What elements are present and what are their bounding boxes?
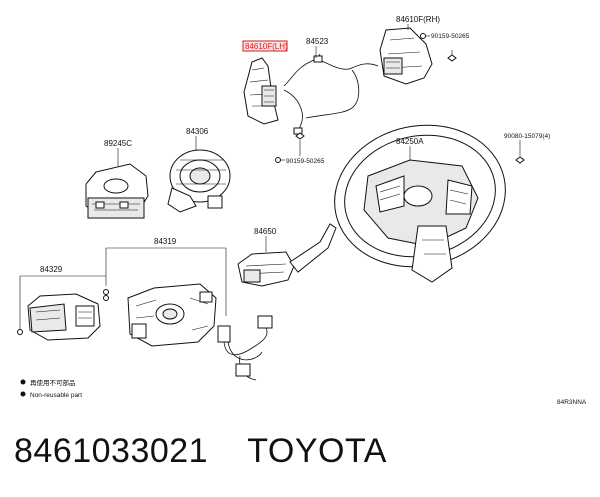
label-84523: 84523	[306, 37, 329, 46]
label-84250A: 84250A	[396, 137, 424, 146]
screw-icon	[515, 156, 525, 164]
legend-item-en: Non-reusable part	[30, 392, 82, 399]
screw-icon	[17, 329, 23, 335]
screw-icon	[447, 54, 457, 62]
brand-name: TOYOTA	[247, 432, 387, 470]
bracket-84319	[105, 247, 227, 316]
paddle-switch-rh[interactable]	[379, 27, 433, 85]
label-84610F-lh[interactable]: 84610F(LH)	[242, 40, 288, 52]
bracket-84329	[19, 275, 106, 332]
label-84610F-rh: 84610F(RH)	[396, 15, 440, 24]
wire-harness-84523[interactable]	[283, 53, 379, 135]
non-reusable-marker-icon	[20, 379, 26, 385]
label-90159-a: 90159-50265	[431, 33, 470, 40]
screw-icon	[275, 157, 281, 163]
sensor-89245C[interactable]	[85, 163, 149, 219]
label-90159-b: 90159-50265	[286, 158, 325, 165]
non-reusable-marker-icon	[20, 391, 26, 397]
label-84306: 84306	[186, 127, 209, 136]
parts-diagram: 84610F(LH) 84523 84610F(RH) 90159-50265 …	[17, 15, 587, 406]
wiper-switch-84329[interactable]	[27, 293, 101, 341]
turn-signal-switch-84650[interactable]	[237, 223, 337, 287]
part-caption: 8461033021 TOYOTA	[14, 432, 387, 471]
screw-icon	[103, 295, 109, 301]
part-number: 8461033021	[14, 432, 209, 470]
diagram-code: 84R3NNA	[557, 399, 587, 406]
screw-icon	[103, 289, 109, 295]
screw-icon	[420, 33, 426, 39]
label-84329: 84329	[40, 265, 63, 274]
label-89245C: 89245C	[104, 139, 132, 148]
paddle-switch-lh[interactable]	[243, 57, 279, 125]
steering-wheel-84250A[interactable]	[321, 110, 518, 283]
screw-icon	[295, 132, 305, 140]
svg-text:84610F(LH): 84610F(LH)	[245, 42, 288, 51]
label-90080: 90080-15079(4)	[504, 133, 550, 140]
legend: 再使用不可部品 Non-reusable part	[20, 378, 82, 399]
harness-84319	[217, 315, 273, 381]
label-84319: 84319	[154, 237, 177, 246]
label-84650: 84650	[254, 227, 277, 236]
spiral-cable-84306[interactable]	[167, 149, 231, 213]
switch-assembly-84319[interactable]	[127, 283, 217, 347]
legend-item-jp: 再使用不可部品	[30, 378, 76, 387]
